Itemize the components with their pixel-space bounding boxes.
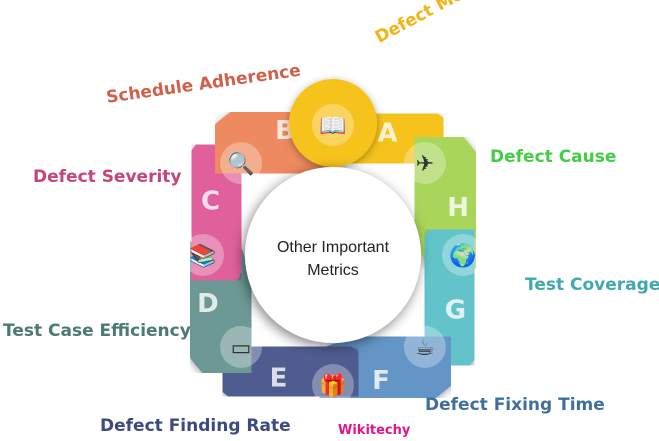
gift-icon: 🎁	[319, 373, 346, 399]
segment-a: 📖	[289, 79, 377, 167]
icon-badge	[403, 142, 446, 185]
open-book-icon: 📖	[319, 114, 346, 139]
icon-badge	[403, 325, 446, 368]
icon-badge	[220, 142, 263, 185]
magnifier-icon: 🔍	[227, 149, 254, 177]
label-defect-finding-rate: Defect Finding Rate	[100, 416, 291, 436]
icon-badge	[182, 234, 224, 276]
center-circle	[245, 167, 421, 343]
label-defect-cause: Defect Cause	[490, 147, 617, 167]
label-defect-severity: Defect Severity	[33, 167, 182, 187]
segment-cap	[289, 79, 377, 167]
label-test-case-efficiency: Test Case Efficiency	[3, 321, 191, 341]
label-test-coverage: Test Coverage	[525, 275, 659, 295]
coffee-cup-icon: ☕	[415, 336, 435, 361]
icon-badge	[442, 234, 484, 276]
center-title: Other Important Metrics	[243, 236, 423, 282]
center-title-line2: Metrics	[307, 262, 359, 279]
icon-badge	[312, 364, 354, 406]
label-defect-fixing-time: Defect Fixing Time	[425, 395, 605, 415]
tablet-icon: ▭	[231, 336, 252, 361]
paper-plane-icon: ✈	[416, 152, 434, 177]
icon-badge	[220, 325, 263, 368]
watermark: Wikitechy	[338, 423, 411, 438]
icon-badge	[312, 104, 354, 146]
globe-icon: 🌍	[449, 243, 476, 269]
books-icon: 📚	[189, 243, 216, 269]
center-title-line1: Other Important	[276, 239, 390, 256]
